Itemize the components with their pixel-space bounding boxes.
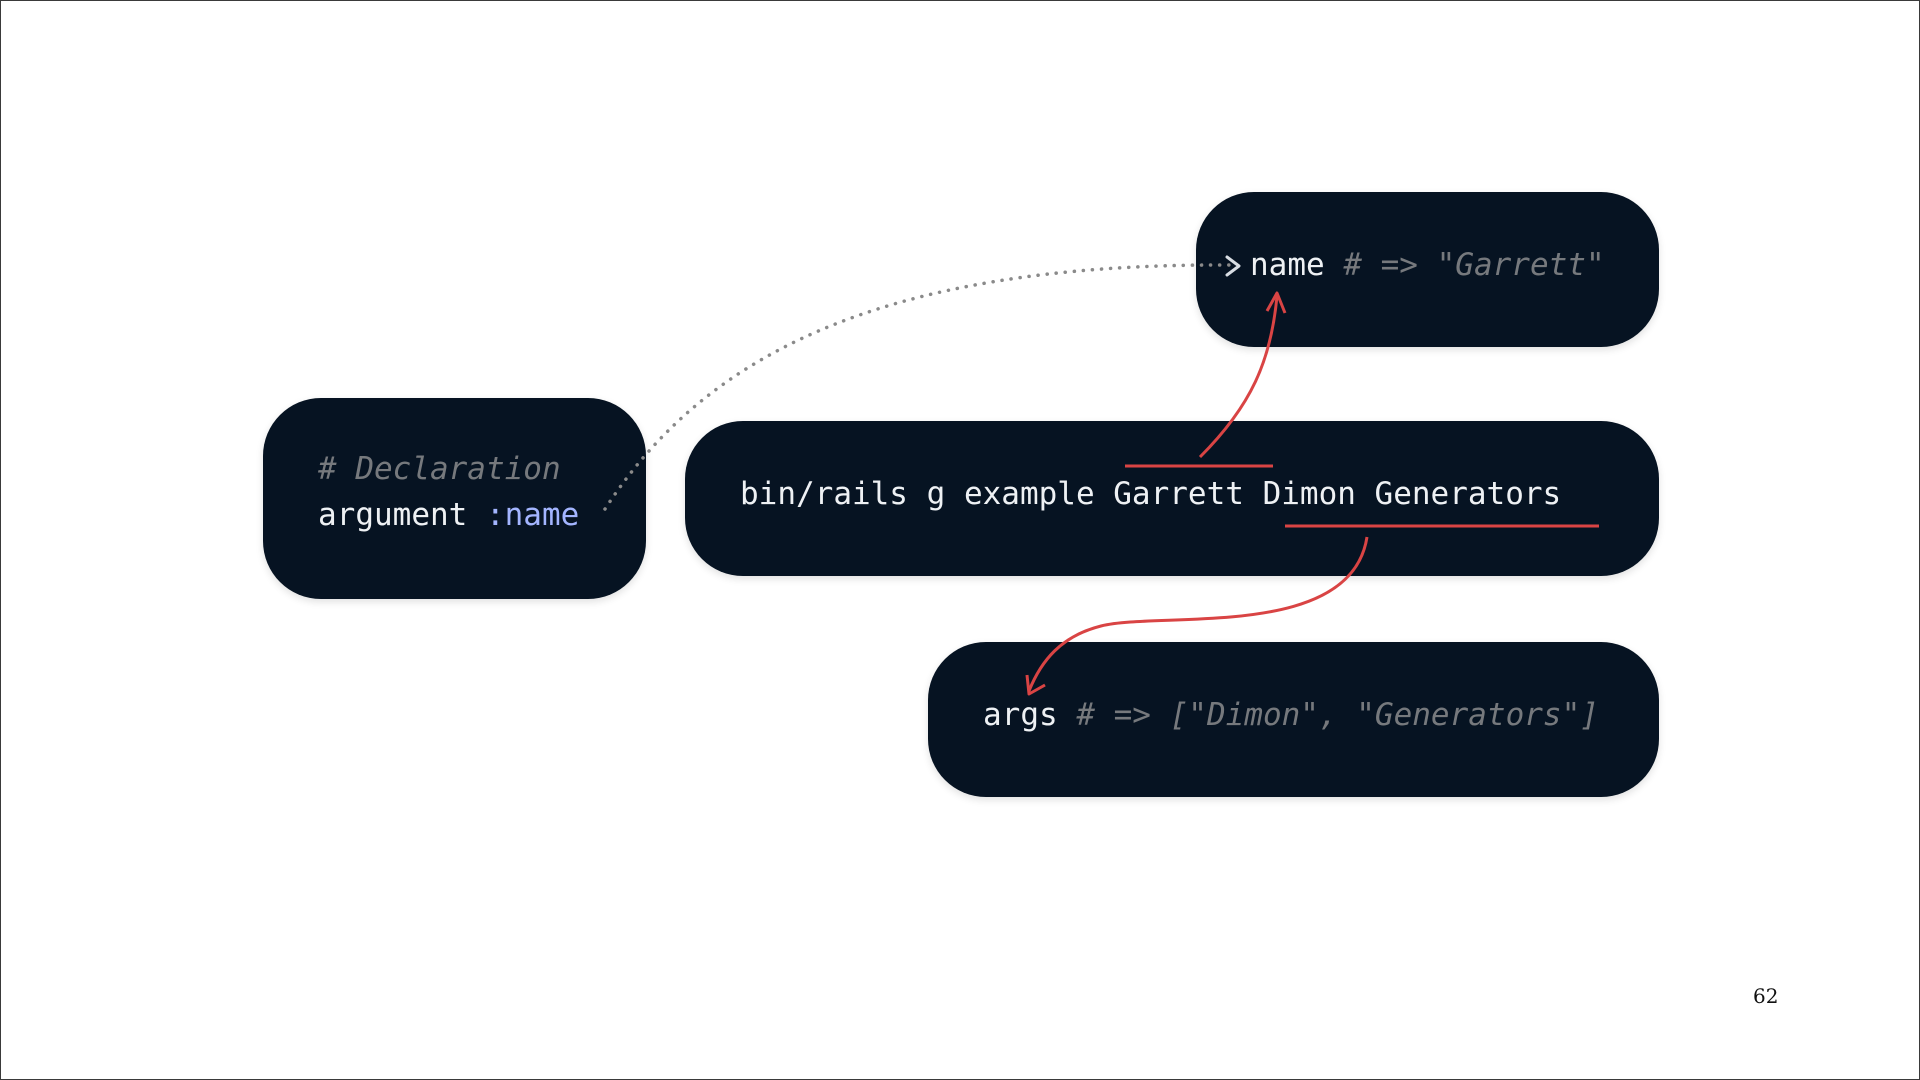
page-number: 62 — [1753, 984, 1779, 1008]
args-value-comment: # => ["Dimon", "Generators"] — [1057, 697, 1599, 733]
name-result-line: name # => "Garrett" — [1250, 247, 1605, 283]
args-variable: args — [983, 697, 1058, 733]
name-value-comment: # => "Garrett" — [1324, 247, 1605, 283]
declaration-keyword: argument — [318, 497, 486, 533]
command-code-box: bin/rails g example Garrett Dimon Genera… — [685, 421, 1659, 576]
declaration-symbol: :name — [485, 497, 580, 533]
name-variable: name — [1250, 247, 1325, 283]
args-result-box: args # => ["Dimon", "Generators"] — [928, 642, 1659, 797]
args-result-line: args # => ["Dimon", "Generators"] — [983, 697, 1599, 733]
command-text: bin/rails g example Garrett Dimon Genera… — [740, 476, 1562, 512]
declaration-line: argument :name — [318, 497, 579, 533]
declaration-code-box: # Declaration argument :name — [263, 398, 646, 599]
declaration-comment: # Declaration — [318, 451, 561, 487]
name-result-box: name # => "Garrett" — [1196, 192, 1659, 347]
